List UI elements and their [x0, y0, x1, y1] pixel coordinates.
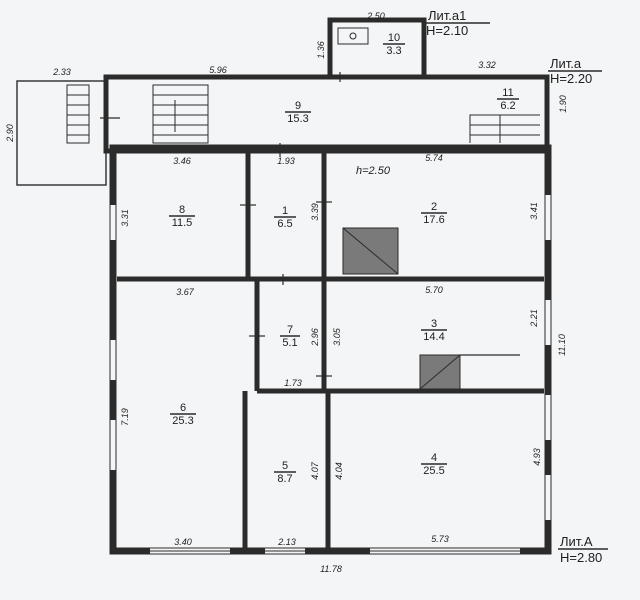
dimension: 11.10 — [557, 334, 567, 356]
dimension: 2.13 — [277, 537, 296, 547]
dimension: 3.32 — [478, 60, 496, 70]
room-area: 15.3 — [287, 113, 308, 125]
dimension-labels: 2.50 1.36 2.33 5.96 3.32 1.90 2.90 3.46 … — [5, 11, 568, 574]
room-area: 25.3 — [172, 415, 193, 427]
dimension: 1.36 — [316, 41, 326, 59]
dimension: 5.73 — [431, 534, 449, 544]
room-number: 3 — [431, 318, 437, 330]
lit-A-height: H=2.80 — [560, 550, 602, 565]
door-markers — [100, 72, 520, 377]
room-number: 1 — [282, 205, 288, 217]
dimension: 3.05 — [332, 327, 342, 346]
lit-a-label: Лит.а — [550, 56, 582, 71]
room-number: 7 — [287, 324, 293, 336]
dimension: 3.39 — [310, 203, 320, 221]
room-labels: 1 6.5 2 17.6 3 14.4 4 25.5 5 8.7 6 25.3 … — [169, 32, 519, 485]
dimension: 2.96 — [310, 328, 320, 347]
room-area: 11.5 — [172, 217, 193, 229]
litera-labels: Лит.а1 H=2.10 Лит.а H=2.20 Лит.А H=2.80 — [426, 8, 608, 565]
veranda-outline — [103, 74, 550, 154]
porch-outline — [16, 80, 107, 186]
sink-icon — [337, 27, 369, 45]
room-area: 8.7 — [277, 473, 292, 485]
room-number: 2 — [431, 201, 437, 213]
room-area: 3.3 — [386, 45, 401, 57]
sink-drain-icon — [349, 32, 357, 40]
dimension: 4.07 — [310, 461, 320, 480]
dimension: 2.21 — [529, 309, 539, 328]
lit-a1-height: H=2.10 — [426, 23, 468, 38]
ceiling-height-note: h=2.50 — [356, 165, 391, 177]
windows — [110, 195, 551, 554]
dimension: 3.41 — [529, 202, 539, 220]
dimension: 5.70 — [425, 285, 443, 295]
dimension: 5.96 — [209, 65, 227, 75]
staircase-porch — [66, 84, 90, 144]
dimension: 7.19 — [120, 408, 130, 426]
dimension: 2.50 — [366, 11, 385, 21]
room-area: 14.4 — [423, 331, 444, 343]
room-number: 11 — [502, 87, 513, 99]
dimension: 4.04 — [334, 462, 344, 480]
room-area: 5.1 — [282, 337, 297, 349]
room-number: 8 — [179, 204, 185, 216]
room-area: 6.2 — [500, 100, 515, 112]
extension-outline — [327, 17, 427, 80]
dimension: 3.46 — [173, 156, 191, 166]
dimension: 1.90 — [558, 95, 568, 113]
stove-room-3 — [419, 354, 461, 390]
room-number: 10 — [388, 32, 400, 44]
lit-a1-label: Лит.а1 — [428, 8, 466, 23]
dimension: 1.73 — [284, 378, 302, 388]
dimension: 4.93 — [532, 448, 542, 466]
room-area: 17.6 — [423, 214, 444, 226]
room-number: 9 — [295, 100, 301, 112]
lit-a-height: H=2.20 — [550, 71, 592, 86]
interior-walls — [117, 152, 544, 548]
room-number: 6 — [180, 402, 186, 414]
lit-A-label: Лит.А — [560, 534, 593, 549]
dimension: 3.40 — [174, 537, 192, 547]
dimension: 1.93 — [277, 156, 295, 166]
staircase-room-11 — [469, 114, 540, 143]
dimension: 3.67 — [176, 287, 195, 297]
dimension: 5.74 — [425, 153, 443, 163]
dimension: 2.33 — [52, 67, 71, 77]
room-number: 4 — [431, 452, 437, 464]
dimension: 2.90 — [5, 124, 15, 143]
room-area: 25.5 — [423, 465, 444, 477]
room-area: 6.5 — [277, 218, 292, 230]
stove-room-2 — [342, 227, 399, 275]
staircase-veranda — [152, 84, 209, 144]
room-number: 5 — [282, 460, 288, 472]
dimension: 11.78 — [320, 564, 342, 574]
dimension: 3.31 — [120, 209, 130, 227]
